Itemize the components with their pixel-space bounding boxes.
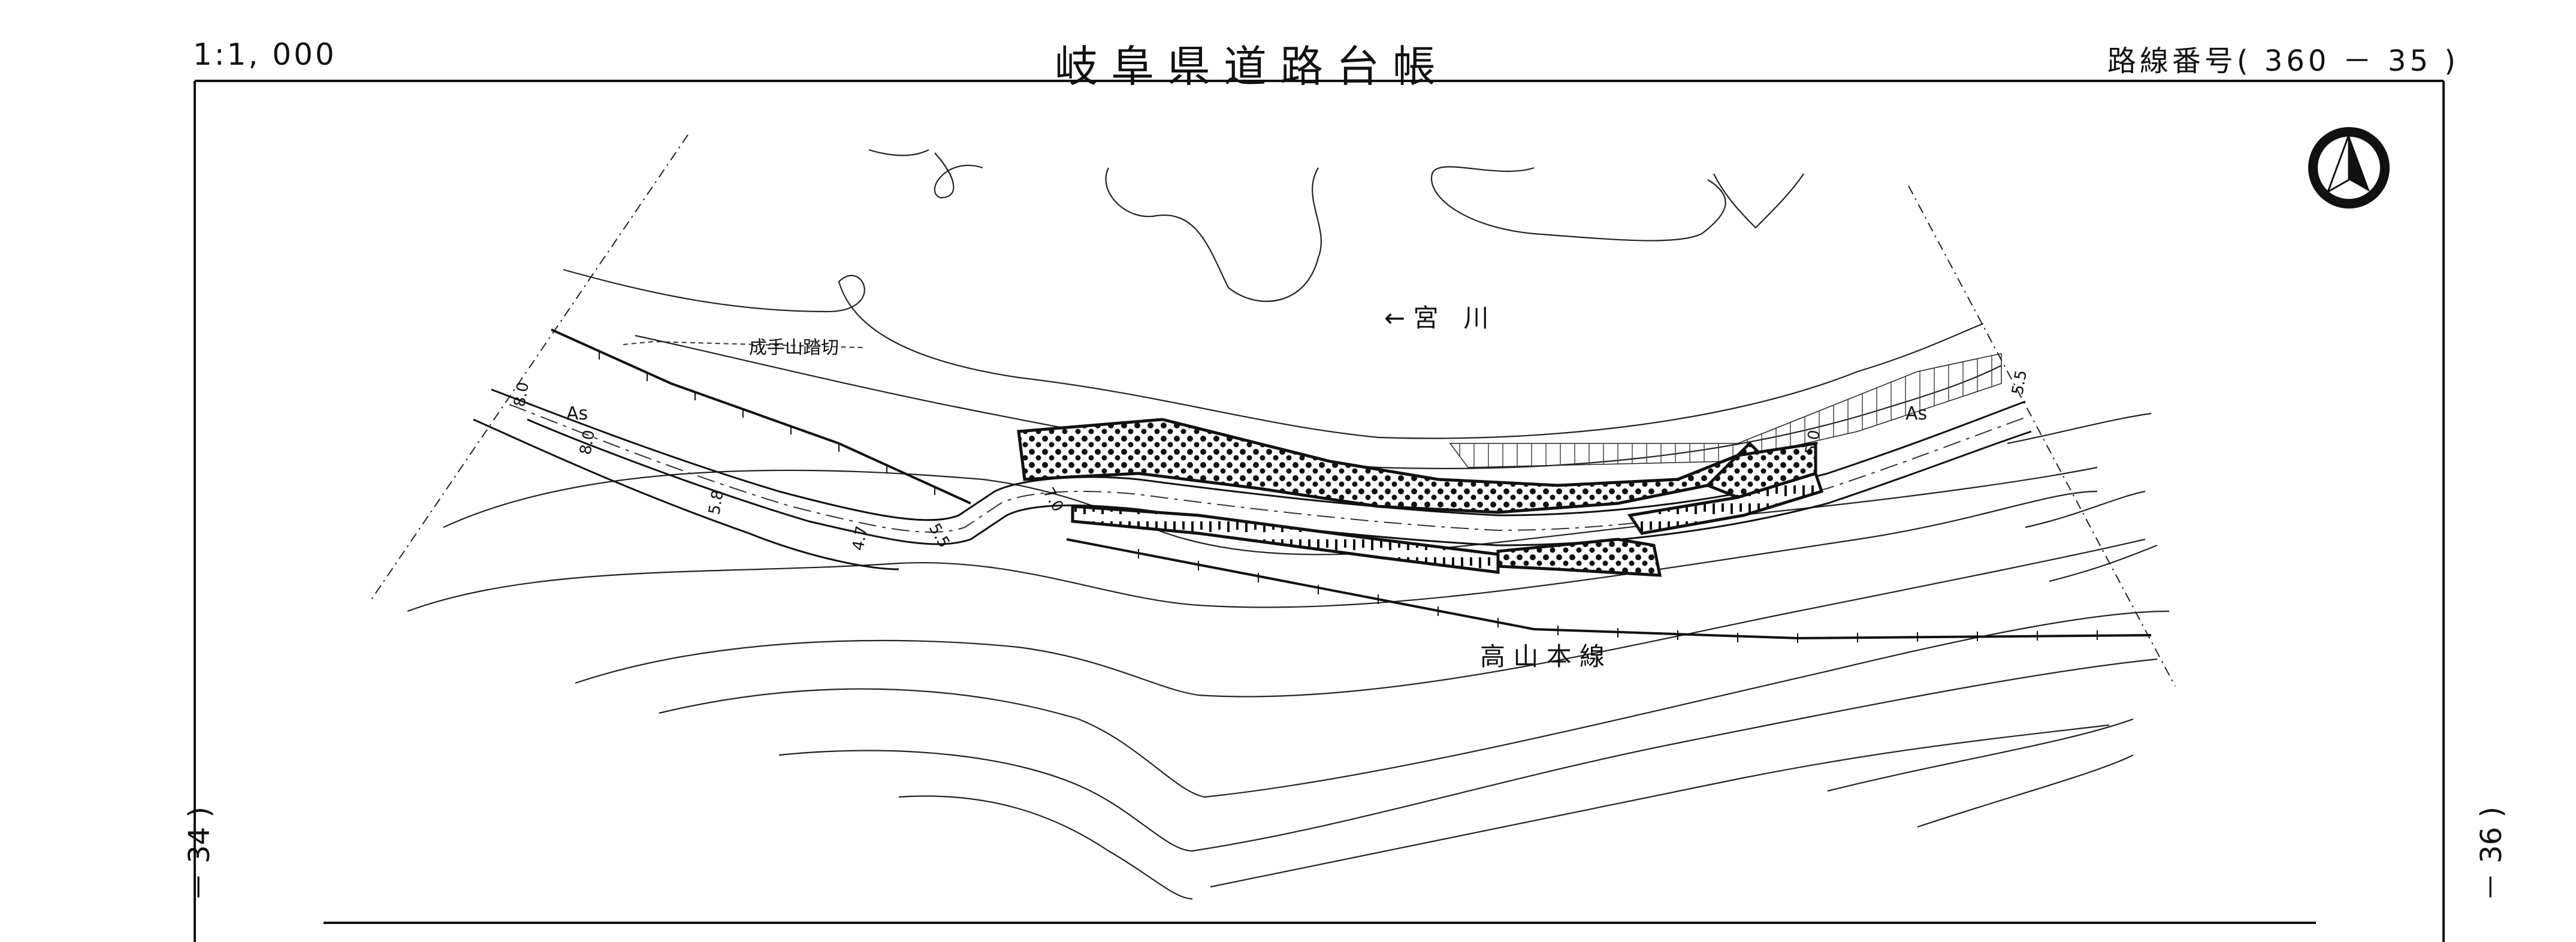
dotted-wall-right xyxy=(1705,442,1817,499)
contour-lines xyxy=(407,412,2170,900)
width-label: 8.0 xyxy=(511,381,533,408)
rail-ticks xyxy=(1138,549,2098,643)
river-hatch xyxy=(1449,353,2002,468)
scale-label: 1:1, 000 xyxy=(193,37,337,72)
route-number: 路線番号( 360 － 35 ) xyxy=(2107,44,2459,78)
crossing-marker xyxy=(623,340,863,348)
map-frame xyxy=(194,80,2445,942)
rail-line xyxy=(1066,538,2152,640)
upper-boundary-ticks xyxy=(599,351,935,495)
surface-label-right: As xyxy=(1905,403,1927,424)
width-label: 5.5 xyxy=(2009,369,2031,396)
upper-boundary xyxy=(551,328,971,505)
page-title: 岐阜県道路台帳 xyxy=(1055,41,1449,92)
width-label: 5.0 xyxy=(1802,428,1824,456)
crossing-label: 成手山踏切 xyxy=(749,337,839,358)
width-label: 4.7 xyxy=(849,524,871,552)
match-lines xyxy=(371,134,2176,687)
dotted-wall-upper xyxy=(1017,418,1764,514)
width-label: 5.8 xyxy=(705,488,727,516)
road-centerline xyxy=(509,404,2029,533)
width-label: 5.5 xyxy=(925,521,953,551)
north-arrow-icon xyxy=(2308,127,2390,209)
surface-label-left: As xyxy=(566,403,588,424)
retaining-wall-lower xyxy=(1071,505,1500,574)
river-banks xyxy=(563,149,2002,469)
width-label: 8.0 xyxy=(576,428,599,456)
width-label: 7.0 xyxy=(1039,485,1067,515)
river-label: ← 宮 川 xyxy=(1384,303,1489,333)
rail-label: 高 山 本 線 xyxy=(1480,642,1605,671)
